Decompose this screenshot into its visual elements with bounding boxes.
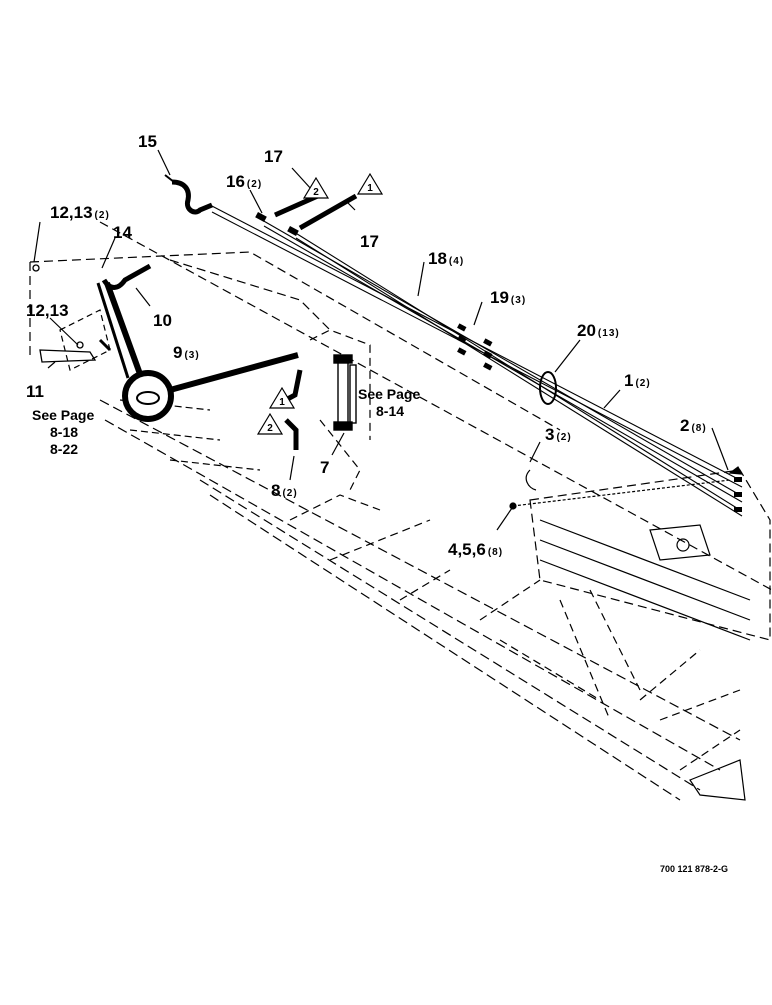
- callout-4-5-6: 4,5,6(8): [448, 540, 503, 559]
- header-frame: [29, 221, 772, 801]
- callout-11: 11: [26, 382, 44, 401]
- triangle-marker-1-top: 1: [356, 172, 384, 195]
- cylinder-graphic: [333, 354, 357, 431]
- callout-15: 15: [138, 132, 157, 151]
- callout-17-bottom: 17: [360, 232, 379, 251]
- oring-magnifier: [96, 281, 299, 422]
- callout-1: 1(2): [624, 371, 651, 390]
- triangle-markers: 2 1 1 2: [256, 172, 384, 435]
- triangle-label: 2: [313, 187, 319, 198]
- triangle-label: 2: [267, 423, 273, 434]
- callout-3: 3(2): [545, 425, 572, 444]
- page-ref-title: See Page: [358, 386, 420, 402]
- triangle-marker-1-mid: 1: [268, 386, 296, 409]
- triangle-marker-2-mid: 2: [256, 412, 284, 435]
- callout-12-13-mid: 12,13: [26, 301, 69, 320]
- hose-8-graphic: [280, 369, 303, 450]
- page-ref-title: See Page: [32, 407, 94, 423]
- tube-clamp-graphic: [539, 371, 557, 405]
- left-fitting-parts: [32, 264, 112, 363]
- leader-lines: [33, 149, 729, 531]
- hose-15-graphic: [164, 174, 213, 215]
- hose-17-graphic: [273, 192, 358, 231]
- callout-14: 14: [113, 223, 132, 242]
- callout-19: 19(3): [490, 288, 526, 307]
- page-ref-line: 8-18: [50, 424, 78, 440]
- hose-10-graphic: [101, 263, 152, 290]
- callout-2: 2(8): [680, 416, 707, 435]
- page-reference-left: See Page 8-18 8-22: [32, 407, 94, 457]
- line-fittings: [255, 212, 742, 512]
- callout-9: 9(3): [173, 343, 200, 362]
- triangle-label: 1: [279, 397, 285, 408]
- callout-10: 10: [153, 311, 172, 330]
- callouts: 15 17 16(2) 12,13(2) 14 17 18(4) 19(3) 1…: [26, 132, 707, 559]
- callout-7: 7: [320, 458, 329, 477]
- small-fittings: [509, 466, 744, 510]
- page-ref-line: 8-22: [50, 441, 78, 457]
- hydraulic-lines: [209, 204, 743, 517]
- callout-18: 18(4): [428, 249, 464, 268]
- callout-8: 8(2): [271, 481, 298, 500]
- callout-12-13-top: 12,13(2): [50, 203, 110, 222]
- page-reference-center: See Page 8-14: [358, 386, 420, 419]
- triangle-marker-2-top: 2: [302, 176, 330, 199]
- callout-16: 16(2): [226, 172, 262, 191]
- triangle-label: 1: [367, 183, 373, 194]
- callout-20: 20(13): [577, 321, 620, 340]
- callout-17-top: 17: [264, 147, 283, 166]
- figure-id: 700 121 878-2-G: [660, 864, 728, 874]
- page-ref-line: 8-14: [376, 403, 404, 419]
